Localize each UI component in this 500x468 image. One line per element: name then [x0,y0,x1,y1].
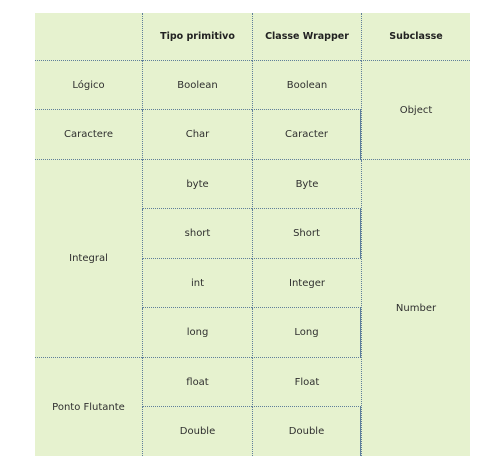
primitive-float: float [142,358,252,407]
wrapper-short: Short [252,209,361,259]
wrapper-caracter: Caracter [252,110,361,160]
category-ponto-flutante: Ponto Flutante [52,401,125,413]
primitive-char: Char [142,110,252,160]
primitive-short: short [142,209,252,259]
category-logico: Lógico [35,61,142,110]
wrapper-classes-table: Tipo primitivo Classe Wrapper Subclasse … [35,13,470,456]
subclass-object: Object [361,61,470,160]
header-classe-wrapper: Classe Wrapper [252,13,361,61]
wrapper-integer: Integer [252,259,361,308]
header-empty [35,13,142,61]
primitive-double: Double [142,407,252,456]
wrapper-float: Float [252,358,361,407]
header-tipo-primitivo: Tipo primitivo [142,13,252,61]
primitive-boolean: Boolean [142,61,252,110]
wrapper-double: Double [252,407,361,456]
primitive-int: int [142,259,252,308]
header-subclasse: Subclasse [361,13,470,61]
wrapper-long: Long [252,308,361,358]
wrapper-byte: Byte [252,160,361,209]
primitive-long: long [142,308,252,358]
category-integral: Integral [35,160,142,358]
category-caractere: Caractere [35,110,142,160]
primitive-byte: byte [142,160,252,209]
wrapper-boolean: Boolean [252,61,361,110]
subclass-number: Number [361,160,470,456]
